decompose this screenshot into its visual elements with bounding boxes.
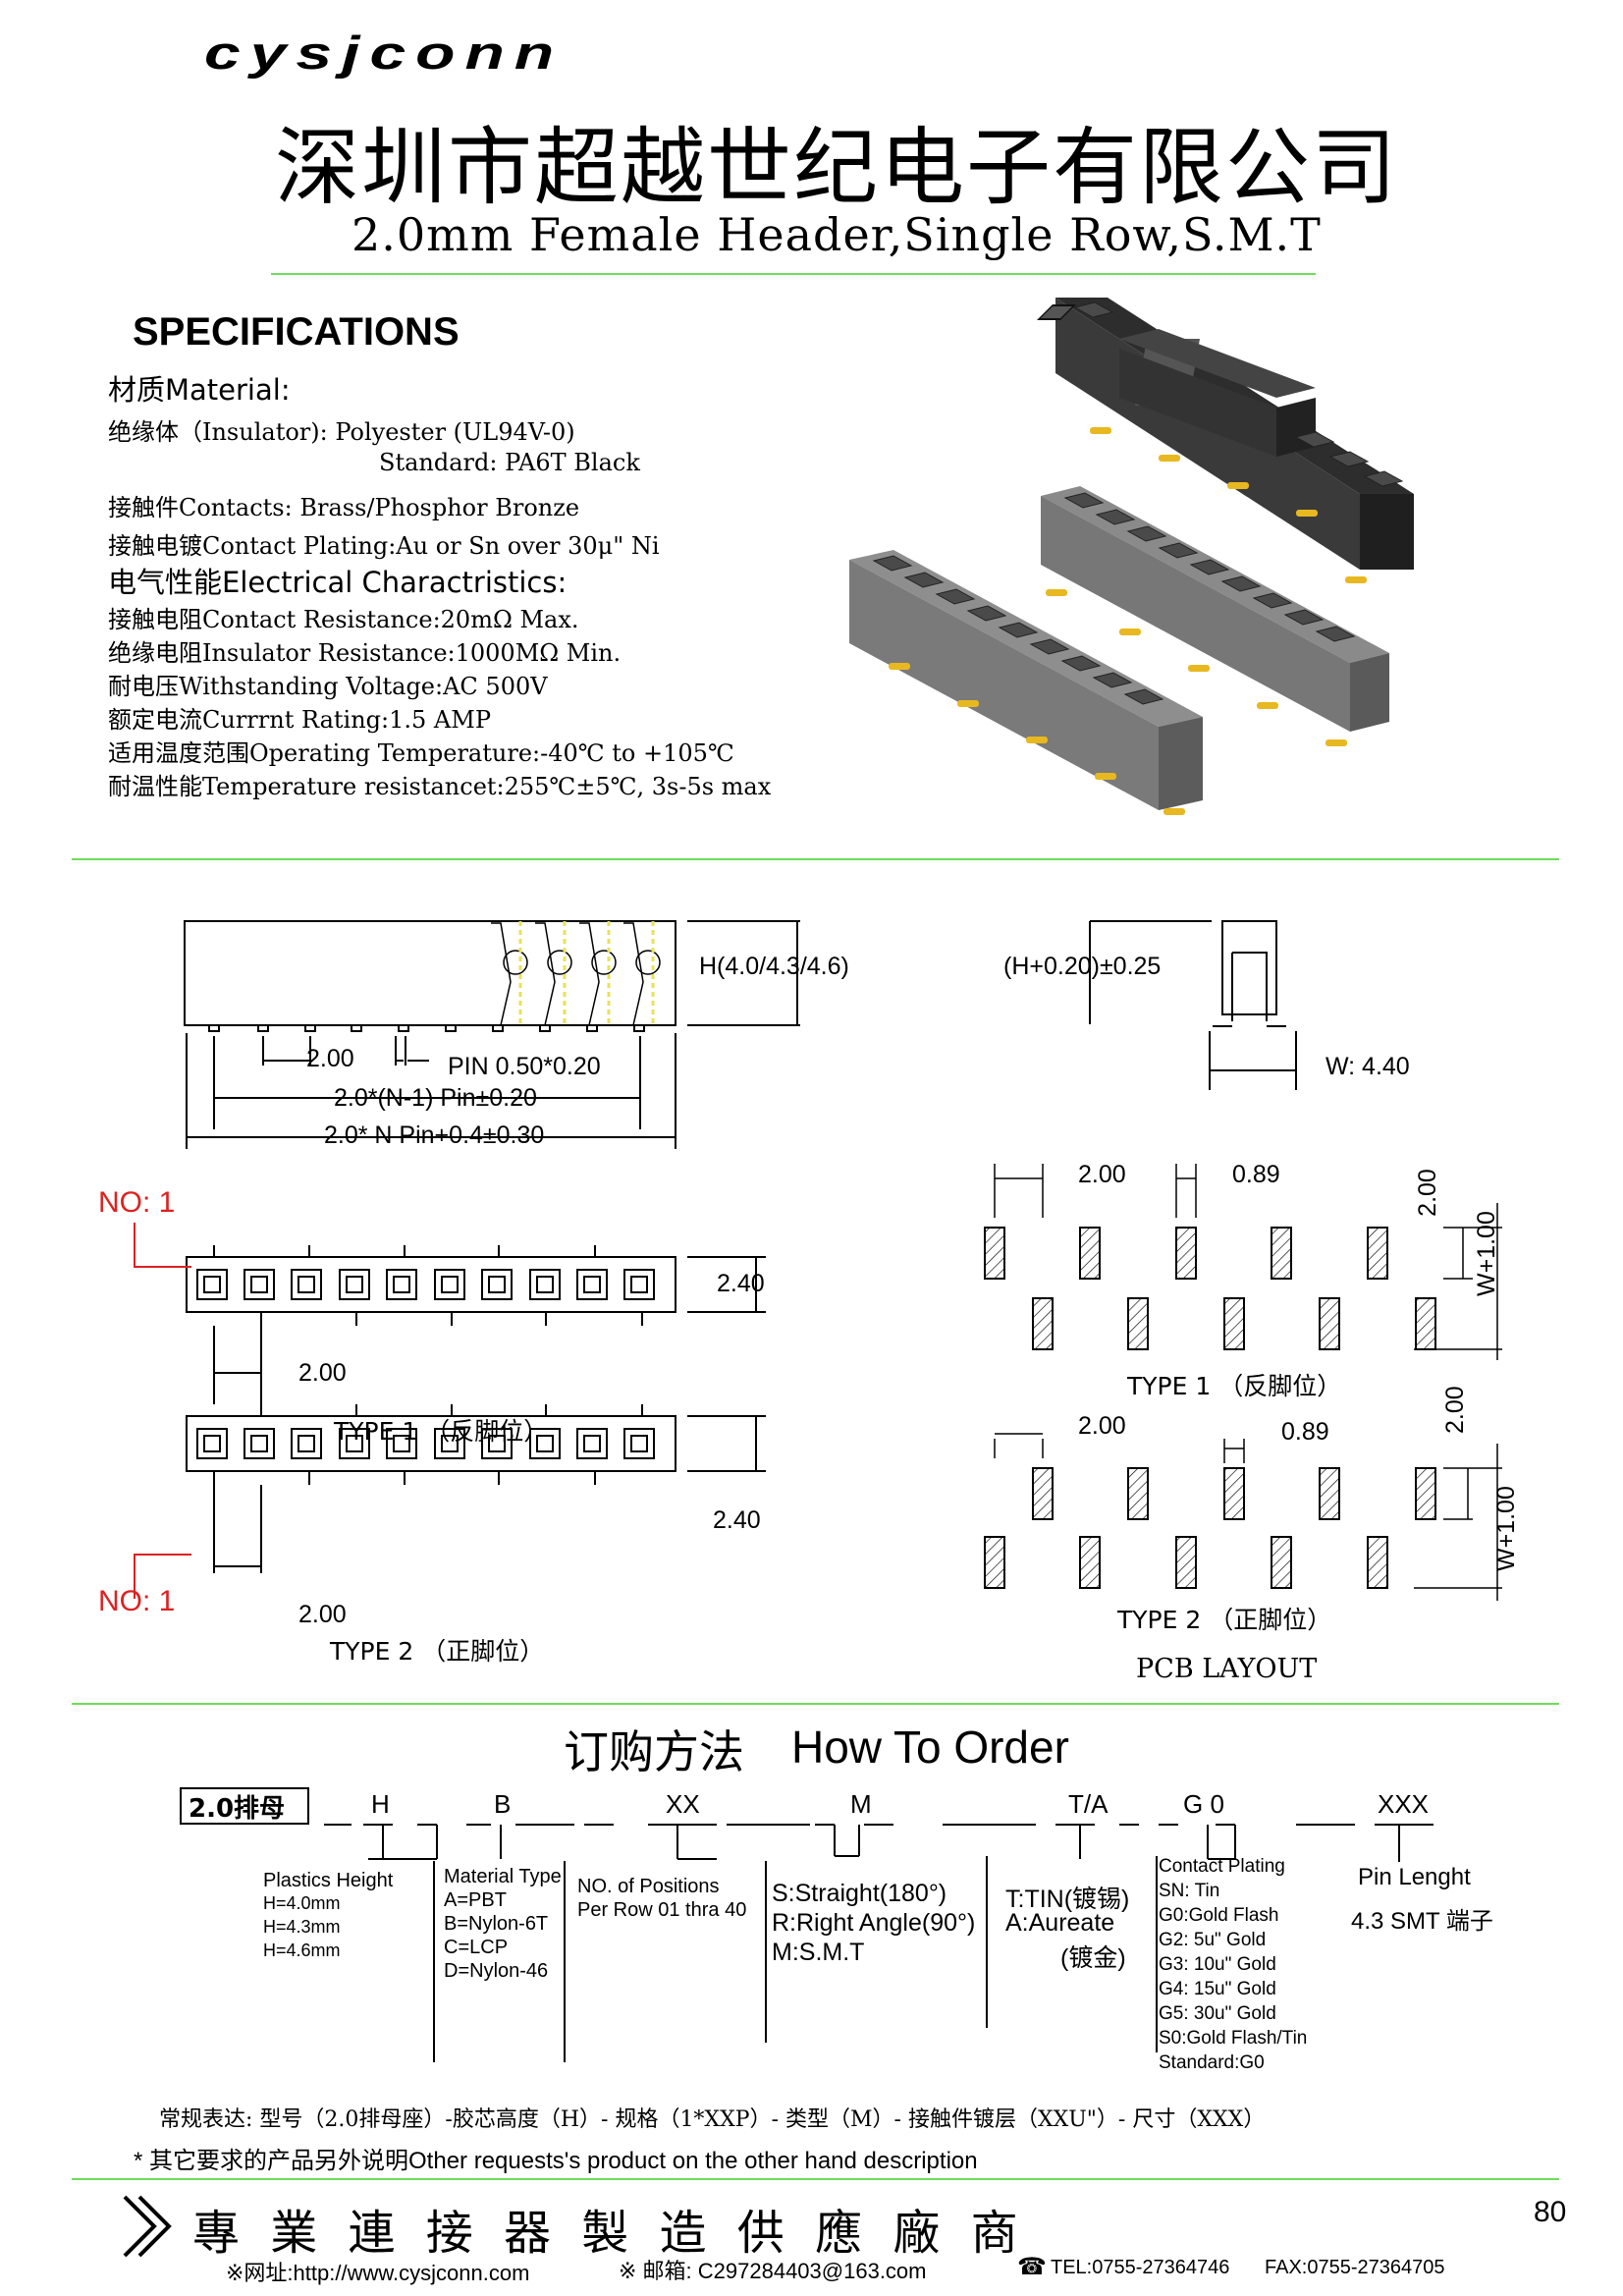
order-tt-2: A:Aureate (1005, 1909, 1115, 1937)
order-ph-2: H=4.3mm (263, 1917, 341, 1937)
spec-temp-res: 耐温性能Temperature resistancet:255℃±5℃, 3s-… (108, 773, 772, 800)
order-ph-3: H=4.6mm (263, 1941, 341, 1960)
pcb-row-type1: 2.00 (1413, 1169, 1441, 1217)
brand-logo: cysjconn (204, 26, 565, 79)
dim-width-type1: 2.40 (717, 1270, 765, 1297)
spec-insulator: 绝缘体（Insulator): Polyester (UL94V-0) (108, 418, 575, 446)
pcb-pad-type2: 0.89 (1281, 1418, 1329, 1446)
order-tt-3: (镀金) (1060, 1944, 1126, 1972)
order-title-cn: 订购方法 (564, 1725, 744, 1778)
order-other: * 其它要求的产品另外说明Other requests's product on… (134, 2148, 978, 2174)
footer-web: ※网址:http://www.cysjconn.com (226, 2261, 530, 2285)
pcb-w-type1: W+1.00 (1473, 1211, 1500, 1296)
no1-label-type1: NO: 1 (98, 1186, 176, 1219)
order-cp-8: Standard:G0 (1159, 2052, 1265, 2073)
order-np-2: Per Row 01 thra 40 (577, 1899, 747, 1921)
order-pl-2: 4.3 SMT 端子 (1351, 1908, 1493, 1935)
pcb-label-type2: TYPE 2 （正脚位） (1117, 1606, 1332, 1634)
dim-pin: PIN 0.50*0.20 (448, 1053, 601, 1080)
dim-pitch-type2: 2.00 (298, 1601, 347, 1628)
footer-tel: TEL:0755-27364746 (1051, 2257, 1230, 2278)
order-mt-1: A=PBT (444, 1889, 507, 1911)
footer-slogan: 專 業 連 接 器 製 造 供 應 廠 商 (192, 2206, 1026, 2261)
order-field-xx: XX (666, 1789, 700, 1819)
spec-electrical-head: 电气性能Electrical Charactristics: (108, 566, 568, 599)
footer-fax: FAX:0755-27364705 (1265, 2257, 1445, 2278)
order-mt-title: Material Type (444, 1866, 562, 1887)
order-connector-lines (324, 1824, 1434, 2062)
order-code: 2.0排母 (189, 1794, 286, 1824)
order-ph-1: H=4.0mm (263, 1893, 341, 1913)
label-type1: TYPE 1 （反脚位） (334, 1417, 549, 1446)
pcb-pad-type1: 0.89 (1232, 1161, 1280, 1188)
order-np-1: NO. of Positions (577, 1876, 720, 1897)
dim-n: 2.0* N Pin+0.4±0.30 (324, 1121, 545, 1149)
order-cp-3: G2: 5u" Gold (1159, 1930, 1267, 1950)
order-field-m: M (850, 1789, 872, 1819)
spec-resistance: 接触电阻Contact Resistance:20mΩ Max. (108, 606, 579, 633)
order-field-ta: T/A (1068, 1789, 1109, 1819)
pcb-label-type1: TYPE 1 （反脚位） (1127, 1372, 1342, 1400)
spec-plating: 接触电镀Contact Plating:Au or Sn over 30μ" N… (108, 532, 660, 560)
order-st-1: S:Straight(180°) (772, 1880, 947, 1907)
spec-divider (72, 858, 1559, 860)
spec-material-head: 材质Material: (108, 373, 291, 407)
order-field-g0: G 0 (1183, 1789, 1224, 1819)
pcb-layout-title: PCB LAYOUT (1136, 1654, 1318, 1684)
spec-current: 额定电流Currrnt Rating:1.5 AMP (108, 706, 491, 734)
company-name: 深圳市超越世纪电子有限公司 (275, 119, 1398, 217)
pcb-w-type2: W+1.00 (1492, 1486, 1520, 1571)
dim-side-height: (H+0.20)±0.25 (1003, 953, 1162, 980)
pcb-row-type2: 2.00 (1441, 1386, 1469, 1434)
order-pl-1: Pin Lenght (1358, 1864, 1471, 1890)
phone-icon: ☎ (1017, 2253, 1047, 2280)
order-expression: 常规表达: 型号（2.0排母座）-胶芯高度（H）- 规格（1*XXP）- 类型（… (159, 2107, 1266, 2132)
dim-w: W: 4.40 (1325, 1053, 1410, 1080)
dim-pitch: 2.00 (306, 1045, 354, 1072)
order-cp-1: SN: Tin (1159, 1881, 1220, 1901)
order-tt-1: T:TIN(镀锡) (1005, 1886, 1130, 1913)
page-number: 80 (1534, 2196, 1567, 2228)
order-cp-2: G0:Gold Flash (1159, 1905, 1279, 1926)
dim-pitch-type1: 2.00 (298, 1359, 347, 1387)
order-cp-7: S0:Gold Flash/Tin (1159, 2028, 1308, 2049)
pcb-pitch-type1: 2.00 (1078, 1161, 1126, 1188)
order-field-h: H (371, 1789, 390, 1819)
order-st-3: M:S.M.T (772, 1939, 865, 1966)
order-cp-5: G4: 15u" Gold (1159, 1979, 1276, 1999)
order-ph-title: Plastics Height (263, 1870, 394, 1891)
chevron-logo-icon (123, 2195, 172, 2258)
order-mt-3: C=LCP (444, 1937, 509, 1958)
order-code-box (180, 1787, 309, 1825)
no1-label-type2: NO: 1 (98, 1585, 176, 1617)
pcb-pitch-type2: 2.00 (1078, 1412, 1126, 1440)
footer-mail: ※ 邮箱: C297284403@163.com (619, 2259, 927, 2283)
spec-title: SPECIFICATIONS (133, 310, 460, 354)
order-title-en: How To Order (791, 1722, 1069, 1773)
header-divider (271, 273, 1316, 275)
order-cp-title: Contact Plating (1159, 1856, 1285, 1877)
order-mt-4: D=Nylon-46 (444, 1960, 549, 1982)
spec-temp: 适用温度范围Operating Temperature:-40℃ to +105… (108, 739, 734, 767)
technical-drawing (134, 920, 1502, 1601)
spec-insulation: 绝缘电阻Insulator Resistance:1000MΩ Min. (108, 639, 622, 667)
order-divider (72, 2178, 1559, 2180)
dim-n1: 2.0*(N-1) Pin±0.20 (334, 1084, 537, 1112)
product-image (849, 298, 1414, 815)
order-cp-6: G5: 30u" Gold (1159, 2003, 1276, 2024)
spec-standard: Standard: PA6T Black (379, 449, 640, 476)
order-cp-4: G3: 10u" Gold (1159, 1954, 1276, 1975)
dim-width-type2: 2.40 (713, 1506, 761, 1534)
page-subtitle: 2.0mm Female Header,Single Row,S.M.T (352, 208, 1322, 261)
order-field-xxx: XXX (1378, 1789, 1430, 1819)
drawing-divider (72, 1703, 1559, 1705)
order-st-2: R:Right Angle(90°) (772, 1909, 976, 1937)
label-type2: TYPE 2 （正脚位） (330, 1637, 545, 1666)
order-field-b: B (494, 1789, 512, 1819)
spec-contacts: 接触件Contacts: Brass/Phosphor Bronze (108, 494, 580, 521)
dim-height: H(4.0/4.3/4.6) (699, 953, 849, 980)
spec-voltage: 耐电压Withstanding Voltage:AC 500V (108, 673, 548, 700)
order-mt-2: B=Nylon-6T (444, 1913, 549, 1935)
